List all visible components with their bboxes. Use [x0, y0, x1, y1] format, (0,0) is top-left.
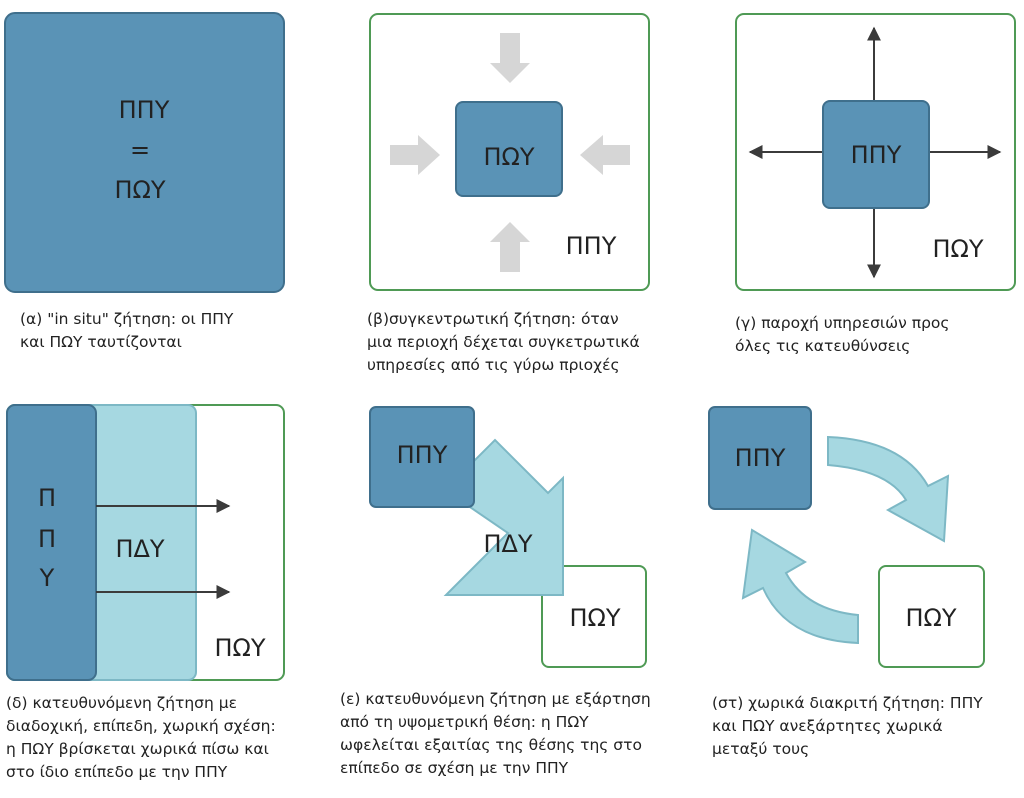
panel-b-center-box	[455, 101, 563, 197]
panel-a-label-bottom: ΠΩΥ	[114, 176, 165, 204]
panel-b-arrow-right	[390, 135, 440, 175]
panel-d-ppy-band	[6, 404, 97, 681]
panel-d-caption: (δ) κατευθυνόμενη ζήτηση με διαδοχική, ε…	[6, 694, 276, 781]
panel-e-caption: (ε) κατευθυνόμενη ζήτηση με εξάρτηση από…	[340, 690, 651, 777]
panel-a-caption: (α) "in situ" ζήτηση: οι ΠΠΥ και ΠΩΥ ταυ…	[20, 310, 234, 351]
panel-f-pwy-label: ΠΩΥ	[905, 604, 956, 632]
panel-f-caption: (στ) χωρικά διακριτή ζήτηση: ΠΠΥ και ΠΩΥ…	[712, 694, 983, 758]
panel-d-pdy-label: ΠΔΥ	[115, 535, 164, 563]
panel-e-ppy-label: ΠΠΥ	[397, 441, 448, 469]
panel-d-ppy-letter-2: Π	[38, 525, 56, 553]
panel-d-ppy-letter-1: Π	[38, 484, 56, 512]
panel-a-box	[4, 12, 285, 293]
panel-a: ΠΠΥ = ΠΩΥ	[4, 12, 285, 293]
panel-e-pwy-label: ΠΩΥ	[569, 604, 620, 632]
panel-a-label-mid: =	[130, 136, 150, 164]
panel-c: ΠΠΥ ΠΩΥ	[735, 13, 1016, 291]
panel-e-pwy-box	[541, 565, 647, 668]
panel-e-pdy-label: ΠΔΥ	[483, 530, 532, 558]
panel-f-ppy-label: ΠΠΥ	[735, 444, 786, 472]
panel-f-pwy-box	[878, 565, 985, 668]
panel-d-ppy-letter-3: Υ	[39, 564, 55, 592]
panel-f: ΠΠΥ ΠΩΥ	[708, 406, 985, 668]
panel-b: ΠΩΥ ΠΠΥ	[369, 13, 650, 291]
panel-a-label-top: ΠΠΥ	[119, 96, 170, 124]
panel-b-arrow-up	[490, 222, 530, 272]
panel-e-ppy-box	[369, 406, 475, 508]
panel-b-caption: (β)συγκεντρωτική ζήτηση: όταν μια περιοχ…	[367, 310, 640, 374]
panel-e: ΠΠΥ ΠΔΥ ΠΩΥ	[369, 406, 647, 668]
panel-b-arrow-down	[490, 33, 530, 83]
panel-b-outer-label: ΠΠΥ	[566, 232, 617, 260]
panel-c-caption: (γ) παροχή υπηρεσιών προς όλες τις κατευ…	[735, 314, 950, 355]
panel-b-inner-label: ΠΩΥ	[483, 143, 534, 171]
panel-d: Π Π Υ ΠΔΥ ΠΩΥ	[6, 404, 285, 681]
panel-f-curved-arrow-top	[827, 435, 950, 543]
panel-b-arrow-left	[580, 135, 630, 175]
panel-c-inner-label: ΠΠΥ	[851, 141, 902, 169]
panel-f-ppy-box	[708, 406, 812, 510]
panel-c-outer-label: ΠΩΥ	[932, 235, 983, 263]
panel-d-pwy-label: ΠΩΥ	[214, 634, 265, 662]
panel-f-curved-arrow-bottom	[741, 528, 859, 645]
panel-c-center-box	[822, 100, 930, 209]
